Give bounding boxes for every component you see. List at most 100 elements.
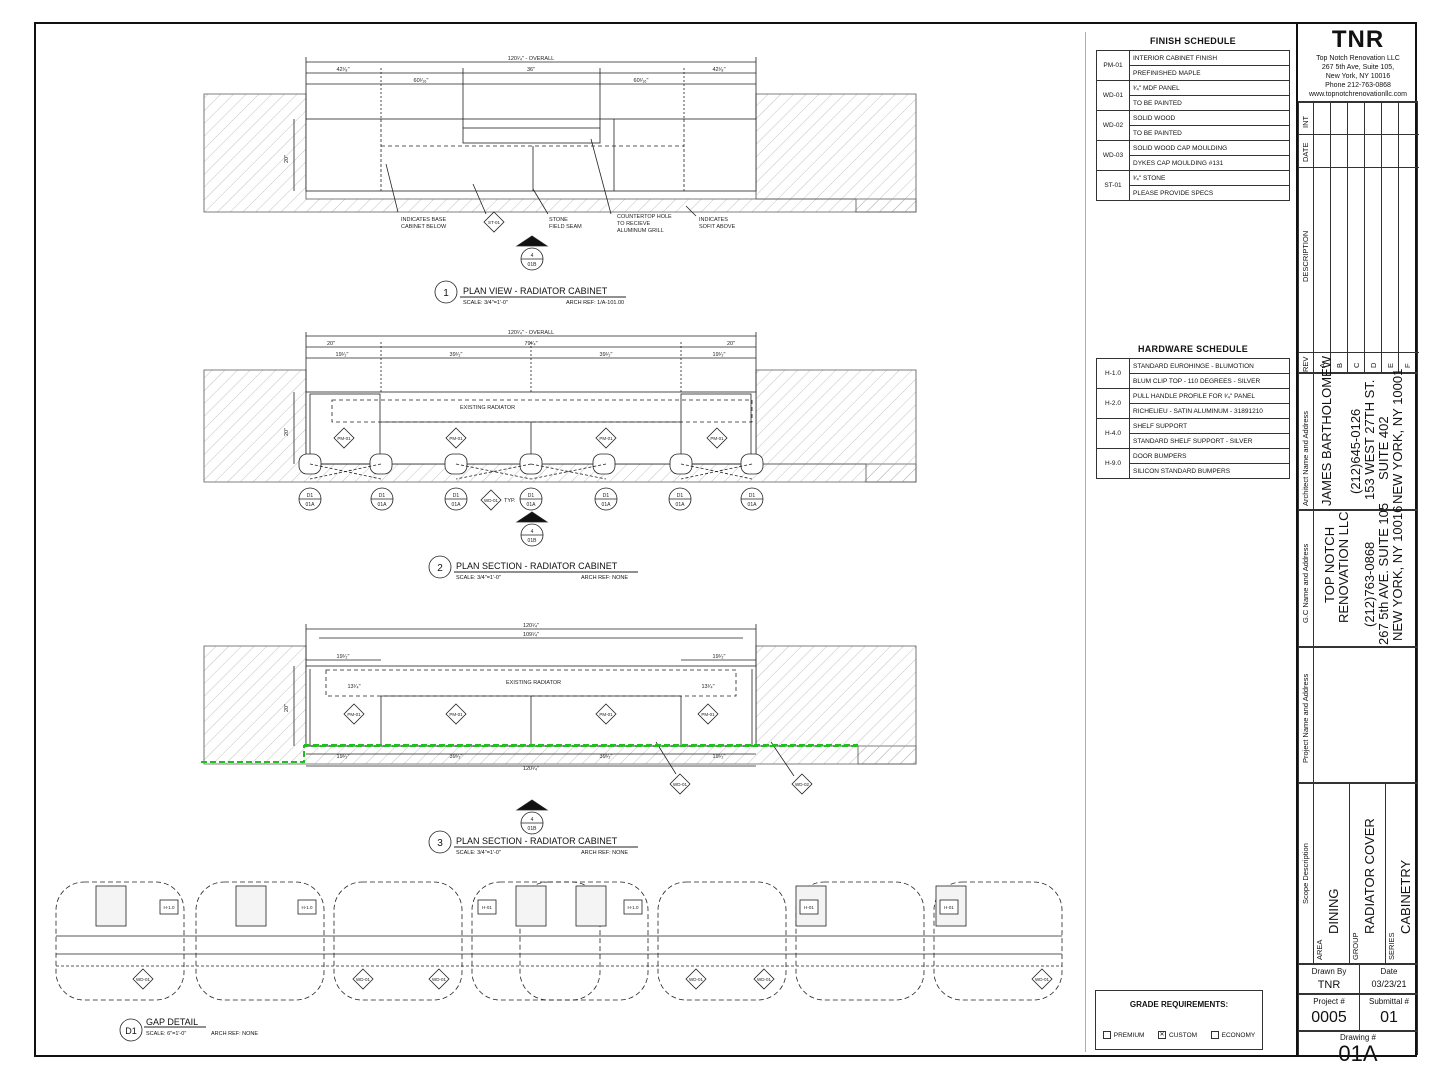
hardware-code: H-1.0: [1096, 358, 1130, 389]
tag-wd02: WD-02: [795, 782, 809, 787]
d1-marker: D1: [677, 493, 684, 499]
finish-schedule-title: FINISH SCHEDULE: [1149, 36, 1236, 46]
d1-marker-sheet: 01A: [602, 502, 612, 508]
d1-marker-sheet: 01A: [676, 502, 686, 508]
tag-st01: ST-01: [488, 220, 501, 225]
drawing-sheet-border: [34, 22, 1417, 1057]
section-sheet-v3: 01B: [528, 826, 538, 832]
note-typ: TYP.: [504, 498, 516, 504]
d1-marker-sheet: 01A: [748, 502, 758, 508]
gc-name-2: RENOVATION LLC: [1336, 511, 1351, 623]
architect-street: 153 WEST 27TH ST.: [1362, 379, 1377, 500]
date-label: Date: [1380, 967, 1398, 976]
tag-pm01: PM-01: [449, 712, 463, 717]
company-logo: TNR: [1331, 26, 1385, 53]
d1-marker-sheet: 01A: [452, 502, 462, 508]
grade-option-label: ECONOMY: [1221, 1031, 1256, 1039]
dim-13-right: 13¹⁄₄": [701, 684, 714, 690]
dim-overall-v2: 120¹⁄₄" - OVERALL: [508, 330, 554, 336]
dim-13-left: 13¹⁄₄": [347, 684, 360, 690]
checkbox-checked-icon[interactable]: ✕: [1158, 1031, 1167, 1039]
col-date-label: DATE: [1301, 142, 1310, 162]
finish-desc: PLEASE PROVIDE SPECS: [1129, 185, 1290, 201]
finish-code: WD-02: [1096, 110, 1130, 141]
d1-marker: D1: [453, 493, 460, 499]
gc-label: G.C Name and Address: [1301, 543, 1310, 623]
gc-city: NEW YORK, NY 10016: [1390, 505, 1405, 641]
hardware-code: H-9.0: [1096, 448, 1130, 479]
finish-desc: INTERIOR CABINET FINISH: [1129, 50, 1290, 66]
d1-marker: D1: [528, 493, 535, 499]
hardware-schedule-title: HARDWARE SCHEDULE: [1137, 344, 1249, 354]
dim-19-right-v3: 19¹⁄₂": [713, 654, 726, 660]
hardware-desc: SHELF SUPPORT: [1129, 418, 1290, 434]
dim-20-right-v2: 20": [727, 341, 735, 347]
dim-42-right: 42¹⁄₈": [712, 67, 725, 73]
tag-pm01: PM-01: [337, 436, 351, 441]
hardware-desc: BLUM CLIP TOP - 110 DEGREES - SILVER: [1129, 373, 1290, 389]
area-label: AREA: [1315, 939, 1324, 960]
note-grill-1: COUNTERTOP HOLE: [617, 214, 672, 220]
submittal-label: Submittal #: [1368, 997, 1410, 1006]
tag-h01: H-01: [944, 905, 954, 910]
tag-pm01: PM-01: [347, 712, 361, 717]
gc-street: 267 5th AVE. SUITE 105: [1376, 502, 1391, 645]
finish-desc: SOLID WOOD CAP MOULDING: [1129, 140, 1290, 156]
dim-39-bottom-right: 39¹⁄₂": [600, 754, 613, 760]
project-block: Project Name and Address: [1298, 647, 1418, 784]
grade-option-premium[interactable]: PREMIUM: [1102, 1031, 1144, 1039]
detail-d1-ref: ARCH REF: NONE: [211, 1031, 258, 1037]
dim-overall-v3: 120¹⁄₄": [523, 623, 539, 629]
dim-36: 36": [527, 67, 535, 73]
section-num-v2: 4: [531, 529, 534, 535]
project-label: Project Name and Address: [1301, 673, 1310, 763]
section-sheet-v1: 01B: [528, 262, 538, 268]
view2-number: 2: [437, 563, 443, 574]
finish-desc: SOLID WOOD: [1129, 110, 1290, 126]
dim-39-bottom-left: 39¹⁄₂": [450, 754, 463, 760]
tag-h01: H-01: [482, 905, 492, 910]
view2-ref: ARCH REF: NONE: [581, 575, 628, 581]
d1-marker: D1: [307, 493, 314, 499]
grade-option-custom[interactable]: ✕CUSTOM: [1158, 1031, 1197, 1039]
tag-wd01: WD-01: [432, 977, 446, 982]
finish-desc: TO BE PAINTED: [1129, 95, 1290, 111]
finish-desc: TO BE PAINTED: [1129, 125, 1290, 141]
architect-block: Architect Name and Address JAMES BARTHOL…: [1298, 356, 1418, 511]
note-base-cabinet-1: INDICATES BASE: [401, 217, 446, 223]
note-base-cabinet-2: CABINET BELOW: [401, 224, 447, 230]
gc-block: G.C Name and Address TOP NOTCH RENOVATIO…: [1298, 503, 1418, 648]
note-existing-radiator-v3: EXISTING RADIATOR: [506, 680, 561, 686]
tag-pm01: PM-01: [710, 436, 724, 441]
checkbox-icon[interactable]: [1210, 1031, 1219, 1039]
tag-wd01: WD-01: [673, 782, 687, 787]
grade-option-label: CUSTOM: [1169, 1031, 1198, 1039]
tag-h10: H-1.0: [163, 905, 175, 910]
rev-d: D: [1369, 362, 1378, 368]
checkbox-icon[interactable]: [1102, 1031, 1111, 1039]
tag-wd01: WD-01: [689, 977, 703, 982]
grade-option-economy[interactable]: ECONOMY: [1210, 1031, 1256, 1039]
col-int-label: INT: [1301, 115, 1310, 128]
grade-title: GRADE REQUIREMENTS:: [1129, 1000, 1229, 1009]
plan-view-1: [203, 57, 917, 304]
dim-19-right-v2: 19¹⁄₂": [713, 352, 726, 358]
area-value: DINING: [1326, 888, 1341, 935]
dim-19-bottom-right: 19¹⁄₂": [713, 754, 726, 760]
tag-pm01: PM-01: [599, 712, 613, 717]
section-num-v3: 4: [531, 817, 534, 823]
company-logo-block: TNR Top Notch Renovation LLC 267 5th Ave…: [1298, 26, 1418, 103]
tag-wd01: WD-01: [356, 977, 370, 982]
dim-20-left-v2: 20": [327, 341, 335, 347]
hardware-desc: DOOR BUMPERS: [1129, 448, 1290, 464]
note-stone-2: FIELD SEAM: [549, 224, 582, 230]
note-sofit-2: SOFIT ABOVE: [699, 224, 736, 230]
view2-scale: SCALE: 3/4"=1'-0": [456, 575, 501, 581]
dim-20-v2: 20": [284, 428, 290, 436]
rev-b: B: [1335, 362, 1344, 368]
detail-d1-number: D1: [125, 1026, 137, 1036]
gap-detail-d1: [55, 881, 1063, 1001]
